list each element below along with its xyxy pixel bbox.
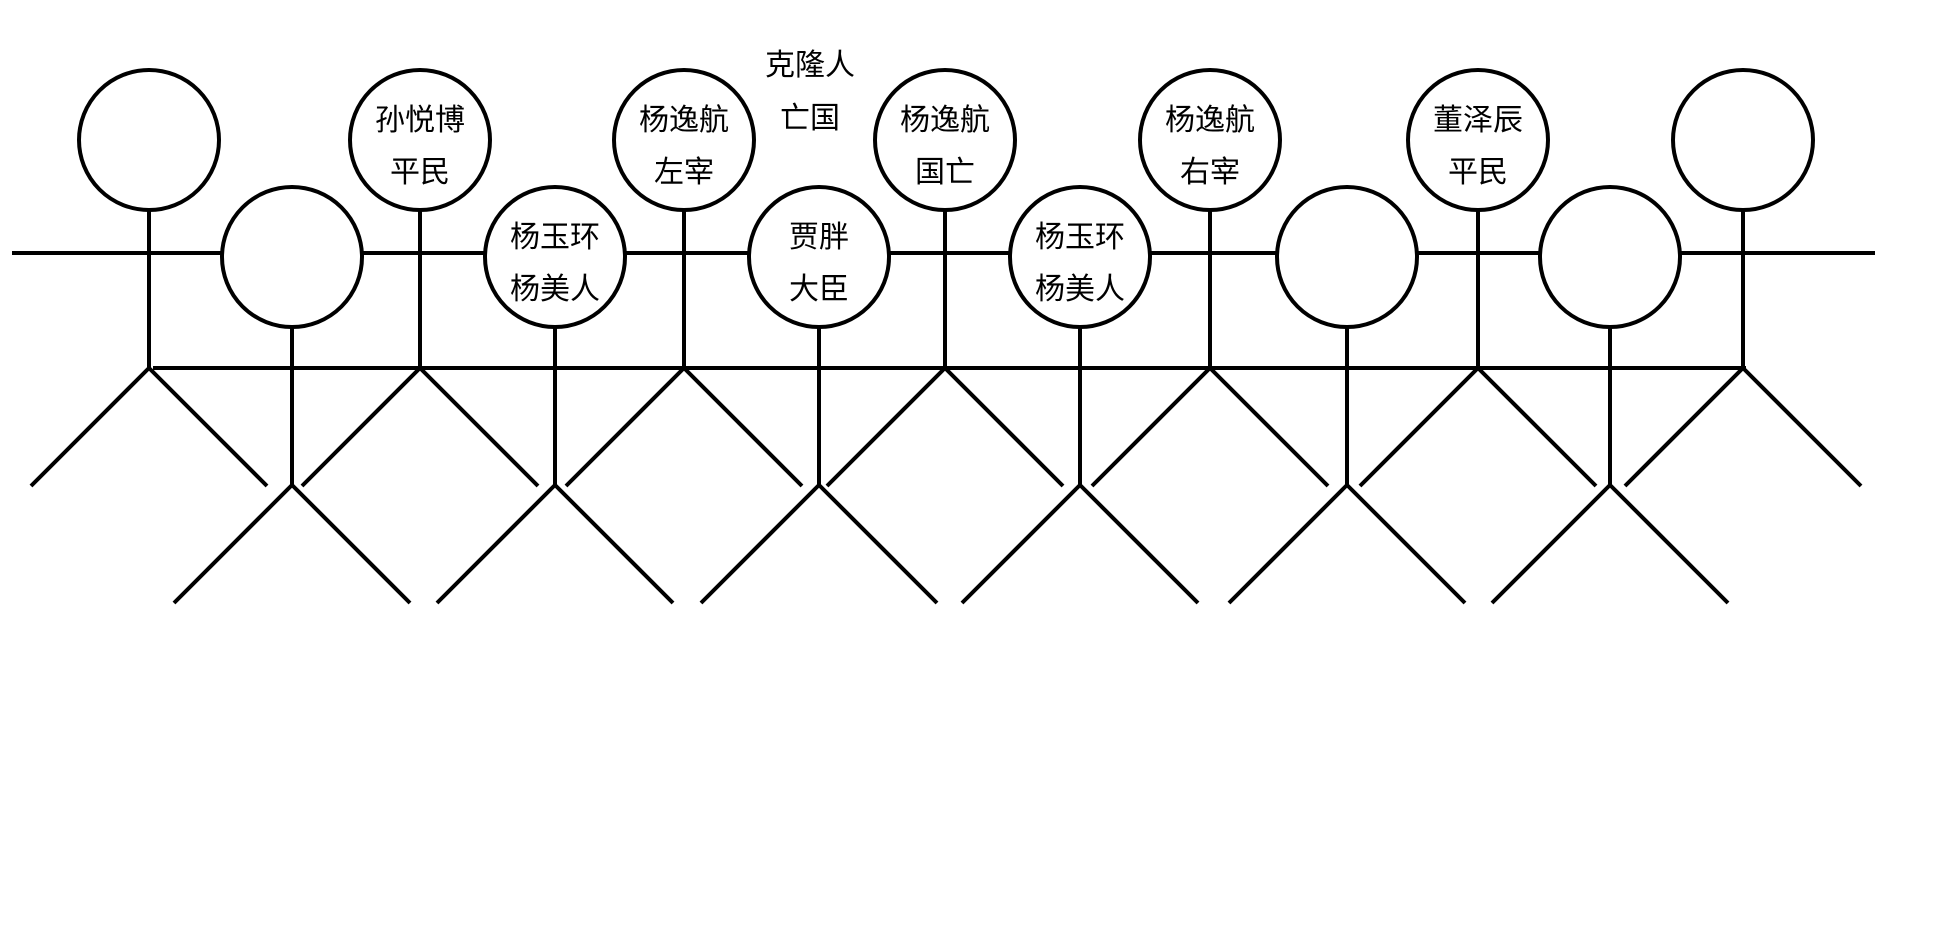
stick-figure-1 (29, 68, 269, 488)
figure-left-leg (960, 483, 1082, 605)
figure-name-label: 孙悦博 (375, 103, 465, 138)
figures-group: 孙悦博平民杨玉环杨美人杨逸航左宰贾胖大臣杨逸航国亡杨玉环杨美人杨逸航右宰董泽辰平… (29, 68, 1863, 605)
figure-name-label: 杨逸航 (639, 103, 729, 138)
figure-right-leg (290, 483, 412, 605)
figure-head (747, 185, 891, 329)
figure-role-label: 左宰 (654, 155, 714, 190)
figure-left-leg (172, 483, 294, 605)
figure-role-label: 杨美人 (1035, 272, 1125, 307)
figure-head (483, 185, 627, 329)
figure-left-leg (1358, 366, 1480, 488)
figure-name-label: 董泽辰 (1433, 103, 1523, 138)
figure-right-leg (1608, 483, 1730, 605)
figure-right-leg (817, 483, 939, 605)
figure-left-leg (564, 366, 686, 488)
figure-right-leg (943, 366, 1065, 488)
floating-note: 克隆人 亡国 (765, 48, 855, 136)
stick-figure-13 (1623, 68, 1863, 488)
stick-figure-2 (172, 185, 412, 605)
figure-left-leg (1490, 483, 1612, 605)
floating-label-fallen: 亡国 (780, 101, 840, 136)
figure-head (1671, 68, 1815, 212)
figure-name-label: 杨逸航 (1165, 103, 1255, 138)
figure-head (1275, 185, 1419, 329)
figure-left-leg (1227, 483, 1349, 605)
figure-name-label: 杨逸航 (900, 103, 990, 138)
figure-role-label: 右宰 (1180, 155, 1240, 190)
floating-label-clone: 克隆人 (765, 48, 855, 83)
figure-role-label: 大臣 (789, 272, 849, 307)
stick-figure-12 (1490, 185, 1730, 605)
figure-left-leg (435, 483, 557, 605)
figure-right-leg (1476, 366, 1598, 488)
figure-role-label: 平民 (390, 155, 450, 190)
figure-left-leg (699, 483, 821, 605)
figure-left-leg (1090, 366, 1212, 488)
figure-right-leg (1078, 483, 1200, 605)
figure-role-label: 杨美人 (510, 272, 600, 307)
figure-right-leg (1345, 483, 1467, 605)
figure-name-label: 杨玉环 (1035, 220, 1125, 255)
figure-head (612, 68, 756, 212)
figure-head (873, 68, 1017, 212)
figure-left-leg (1623, 366, 1745, 488)
figure-role-label: 平民 (1448, 155, 1508, 190)
figure-right-leg (1741, 366, 1863, 488)
figure-right-leg (418, 366, 540, 488)
figure-head (1406, 68, 1550, 212)
figure-head (1538, 185, 1682, 329)
figure-left-leg (29, 366, 151, 488)
stick-figure-10 (1227, 185, 1467, 605)
figure-role-label: 国亡 (915, 155, 975, 190)
figure-name-label: 贾胖 (789, 220, 849, 255)
figure-right-leg (682, 366, 804, 488)
figure-name-label: 杨玉环 (510, 220, 600, 255)
figure-right-leg (147, 366, 269, 488)
figure-head (220, 185, 364, 329)
figure-right-leg (1208, 366, 1330, 488)
figure-head (348, 68, 492, 212)
figure-head (1008, 185, 1152, 329)
figure-left-leg (300, 366, 422, 488)
figure-left-leg (825, 366, 947, 488)
figure-right-leg (553, 483, 675, 605)
figure-head (77, 68, 221, 212)
figure-head (1138, 68, 1282, 212)
